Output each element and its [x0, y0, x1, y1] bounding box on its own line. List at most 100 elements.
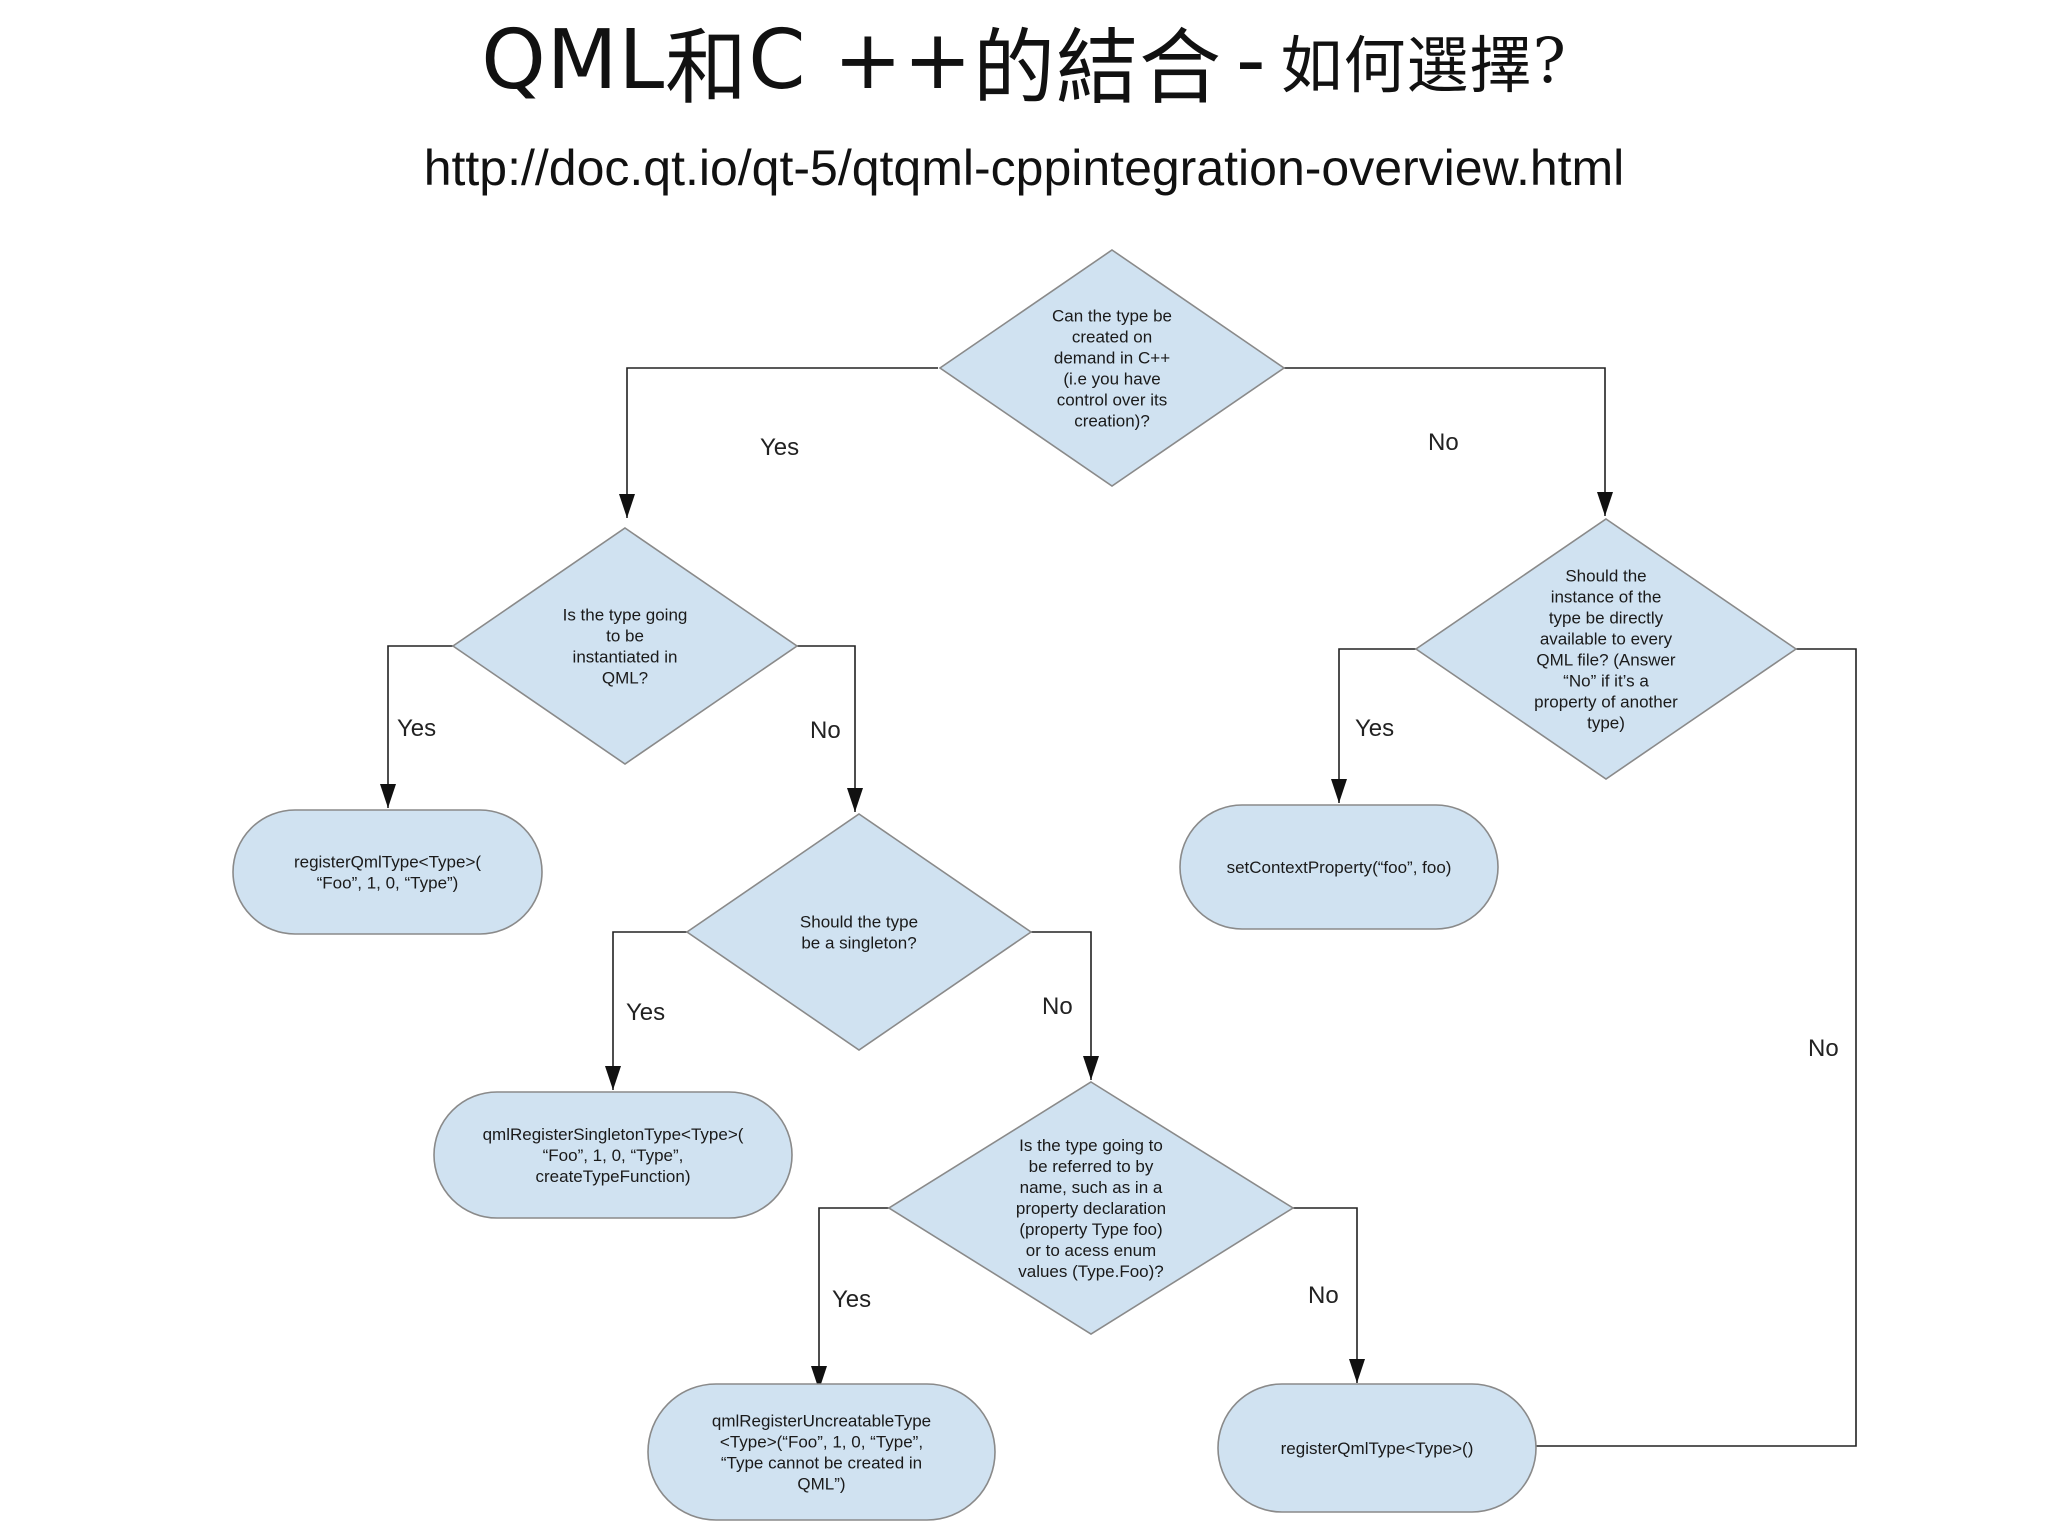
edge-label-q2-yes: Yes — [397, 715, 436, 742]
title-part-and: 和 — [665, 20, 749, 116]
terminal-line: qmlRegisterSingletonType<Type>( — [483, 1125, 744, 1144]
decision-text: Is the type going to be referred to by nam… — [1016, 1136, 1166, 1281]
decision-line: control over its — [1057, 391, 1168, 410]
terminal-text: qmlRegisterSingletonType<Type>( “Foo”, 1,… — [483, 1125, 744, 1186]
decision-line: property of another — [1534, 693, 1678, 712]
decision-line: type) — [1587, 714, 1625, 733]
edge-label-q5-no: No — [1308, 1282, 1339, 1309]
terminal-text: setContextProperty(“foo”, foo) — [1227, 858, 1452, 877]
terminal-line: createTypeFunction) — [536, 1167, 691, 1186]
decision-line: to be — [606, 627, 644, 646]
decision-line: Is the type going to — [1019, 1136, 1163, 1155]
title-separator: - — [1235, 12, 1267, 108]
terminal-node-t5: registerQmlType<Type>() — [1217, 1383, 1537, 1513]
connector-line — [387, 645, 453, 808]
title-part-cpp: C ++ — [748, 12, 973, 108]
connector-line — [818, 1207, 889, 1390]
decision-line: QML? — [602, 669, 648, 688]
decision-node-q5: Is the type going to be referred to by nam… — [887, 1081, 1295, 1335]
decision-diamond — [1414, 518, 1798, 780]
terminal-node-t2: setContextProperty(“foo”, foo) — [1179, 804, 1499, 930]
title-part-combination: 的結合 — [972, 20, 1222, 116]
terminal-text: registerQmlType<Type>() — [1281, 1439, 1474, 1458]
title-question-mark: ? — [1532, 23, 1567, 97]
terminal-line: setContextProperty(“foo”, foo) — [1227, 858, 1452, 877]
connector-line — [612, 931, 687, 1090]
terminal-line: “Foo”, 1, 0, “Type”, — [543, 1146, 684, 1165]
arrow-head-icon — [619, 494, 635, 518]
arrow-head-icon — [605, 1066, 621, 1090]
decision-line: values (Type.Foo)? — [1018, 1262, 1164, 1281]
decision-line: QML file? (Answer — [1536, 651, 1676, 670]
decision-node-q2: Is the type going to be instantiated in QML… — [451, 527, 799, 765]
decision-line: be referred to by — [1029, 1157, 1154, 1176]
decision-diamond — [938, 249, 1286, 487]
terminal-text: qmlRegisterUncreatableType <Type>(“Foo”, … — [712, 1412, 931, 1494]
terminal-line: <Type>(“Foo”, 1, 0, “Type”, — [720, 1433, 923, 1452]
decision-line: name, such as in a — [1020, 1178, 1163, 1197]
terminal-node-t3: qmlRegisterSingletonType<Type>( “Foo”, 1,… — [433, 1091, 793, 1219]
decision-line: type be directly — [1549, 609, 1664, 628]
edge-label-q2-no: No — [810, 717, 841, 744]
terminal-text: registerQmlType<Type>( “Foo”, 1, 0, “Type… — [294, 853, 481, 893]
arrow-head-icon — [1331, 779, 1347, 803]
edge-label-q4-yes: Yes — [626, 999, 665, 1026]
terminal-line: “Foo”, 1, 0, “Type”) — [317, 874, 459, 893]
decision-line: Is the type going — [563, 606, 688, 625]
decision-line: available to every — [1540, 630, 1673, 649]
connector-line — [1338, 648, 1416, 803]
connector-line — [626, 367, 938, 518]
terminal-line: registerQmlType<Type>() — [1281, 1439, 1474, 1458]
edge-label-q4-no: No — [1042, 993, 1073, 1020]
arrow-head-icon — [1083, 1056, 1099, 1080]
decision-line: created on — [1072, 328, 1152, 347]
terminal-line: “Type cannot be created in — [721, 1454, 922, 1473]
reference-url: http://doc.qt.io/qt-5/qtqml-cppintegrati… — [423, 140, 1625, 196]
decision-line: or to acess enum — [1026, 1241, 1156, 1260]
edge-label-q1-yes: Yes — [760, 434, 799, 461]
arrow-head-icon — [811, 1366, 827, 1390]
arrow-head-icon — [847, 788, 863, 812]
decision-diamond — [685, 813, 1033, 1051]
decision-line: (property Type foo) — [1019, 1220, 1162, 1239]
terminal-pill — [433, 1091, 793, 1219]
connector-line — [797, 645, 856, 812]
decision-line: instantiated in — [573, 648, 678, 667]
decision-line: (i.e you have — [1063, 370, 1160, 389]
decision-line: creation)? — [1074, 412, 1150, 431]
decision-text: Is the type going to be instantiated in QML… — [563, 606, 688, 688]
edge-label-q3-no: No — [1808, 1035, 1839, 1062]
edges — [380, 367, 1857, 1454]
decision-line: be a singleton? — [801, 934, 916, 953]
decision-line: Can the type be — [1052, 307, 1172, 326]
title-part-qml: QML — [481, 12, 666, 108]
decision-line: Should the — [1565, 567, 1646, 586]
terminal-pill — [647, 1383, 996, 1521]
arrow-head-icon — [380, 784, 396, 808]
decision-diamond — [887, 1081, 1295, 1335]
terminal-line: qmlRegisterUncreatableType — [712, 1412, 931, 1431]
decision-line: “No” if it’s a — [1563, 672, 1649, 691]
terminal-pill — [232, 809, 543, 935]
terminal-node-t1: registerQmlType<Type>( “Foo”, 1, 0, “Type… — [232, 809, 543, 935]
connector-line — [1293, 1207, 1358, 1383]
terminal-pill — [1179, 804, 1499, 930]
edge-label-q1-no: No — [1428, 429, 1459, 456]
terminal-line: QML”) — [797, 1475, 845, 1494]
decision-line: property declaration — [1016, 1199, 1166, 1218]
terminal-node-t4: qmlRegisterUncreatableType <Type>(“Foo”, … — [647, 1383, 996, 1521]
terminal-pill — [1217, 1383, 1537, 1513]
connector-line — [1284, 367, 1606, 516]
terminal-line: registerQmlType<Type>( — [294, 853, 481, 872]
edge-label-q5-yes: Yes — [832, 1286, 871, 1313]
edge-label-q3-yes: Yes — [1355, 715, 1394, 742]
title-part-how-to-choose: 如何選擇 — [1280, 29, 1533, 102]
